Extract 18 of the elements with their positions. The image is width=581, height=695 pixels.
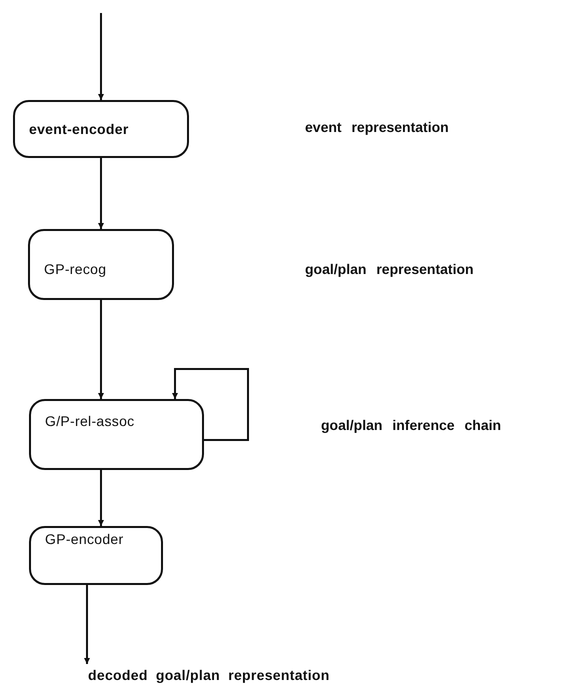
process-name: GP-encoder	[45, 531, 124, 547]
process-box	[28, 229, 174, 300]
process-name: event-encoder	[29, 121, 129, 137]
stage-label: goal/plan representation	[305, 261, 474, 277]
process-name: GP-recog	[44, 260, 106, 276]
arrow	[98, 158, 104, 229]
stage-label: event representation	[305, 119, 449, 135]
process-box	[29, 526, 163, 585]
arrow	[172, 368, 249, 441]
process-box	[29, 399, 204, 470]
process-box	[13, 100, 189, 158]
arrow	[84, 585, 90, 664]
process-name: G/P-rel-assoc	[45, 413, 134, 429]
arrow	[98, 13, 104, 100]
arrow	[98, 300, 104, 399]
arrow	[98, 470, 104, 526]
stage-label: goal/plan inference chain	[321, 417, 502, 433]
output-label: decoded goal/plan representation	[88, 667, 330, 683]
